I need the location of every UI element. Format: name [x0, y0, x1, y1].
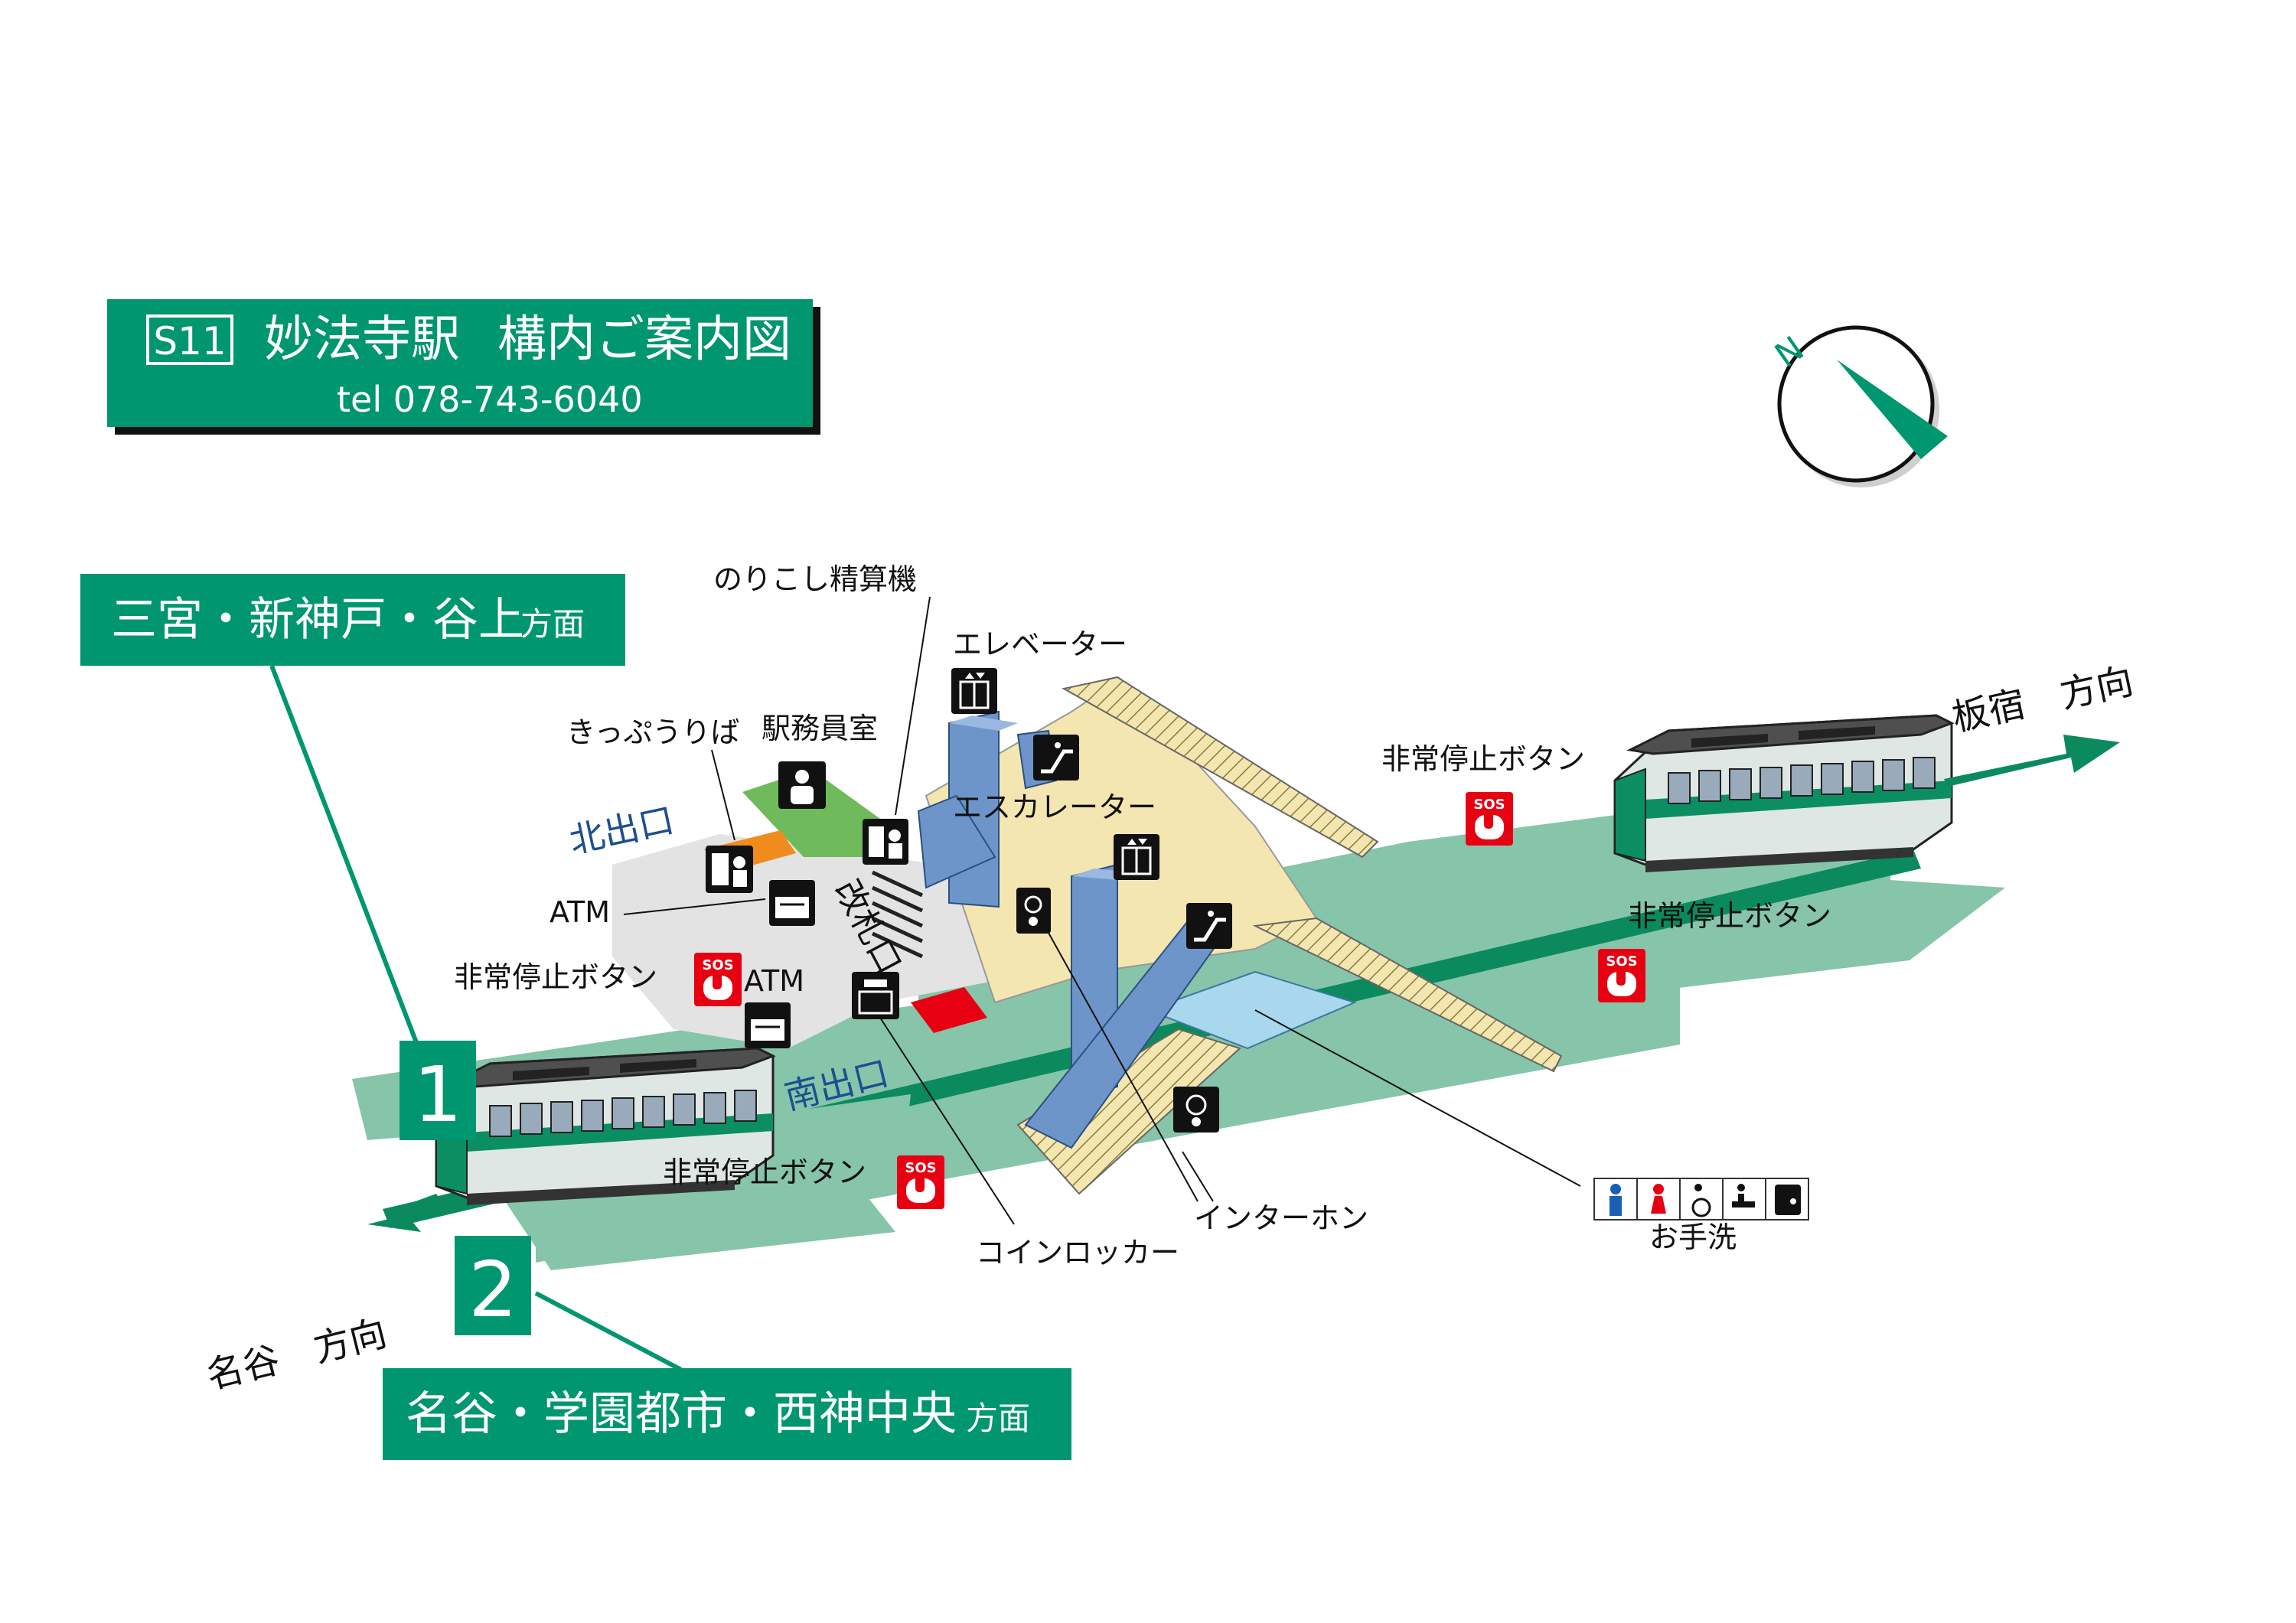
coin-locker-icon — [852, 972, 899, 1019]
platform-1-suffix: 方面 — [520, 605, 585, 643]
station-name: 妙法寺駅 — [264, 311, 460, 368]
office-room — [742, 769, 880, 857]
toilet-leader — [1254, 1009, 1581, 1187]
intercom-label: インターホン — [1194, 1201, 1368, 1235]
arrow-itayado — [1944, 735, 2120, 787]
baby-care-icon — [1732, 1184, 1755, 1207]
toilet-label: お手洗 — [1649, 1221, 1737, 1254]
wheelchair-icon — [1691, 1184, 1711, 1217]
direction-itayado: 板宿 方向 — [1949, 660, 2137, 740]
toilet-icons — [1593, 1178, 1809, 1221]
escalator-icon — [1033, 735, 1079, 781]
elevator-shaft-upper — [917, 710, 1018, 908]
fare-adjustment-label: のりこし精算機 — [713, 562, 917, 596]
platform-2-destinations: 名谷・学園都市・西神中央 — [406, 1387, 957, 1441]
platform-1-banner — [80, 574, 625, 666]
arrow-myodani — [367, 1194, 444, 1232]
compass-needle-icon — [1837, 360, 1948, 459]
platform-1-number-box — [400, 1041, 476, 1140]
office-label: 駅務員室 — [762, 712, 878, 745]
ticket-leader — [711, 749, 735, 841]
sos-button-icon-bottom: SOS — [897, 1155, 944, 1209]
emergency-bottom-label: 非常停止ボタン — [663, 1155, 866, 1189]
ramp-upper — [1062, 676, 1379, 859]
svg-text:SOS: SOS — [905, 1160, 936, 1176]
ostomate-icon — [1775, 1185, 1801, 1215]
station-phone: tel 078-743-6040 — [337, 379, 643, 420]
atm-icon — [768, 878, 817, 927]
station-code-box — [146, 314, 233, 365]
women-icon — [1651, 1184, 1666, 1214]
escalator-label: エスカレーター — [953, 790, 1156, 824]
intercom-leader-b — [1044, 925, 1199, 1202]
map-title: 構内ご案内図 — [497, 311, 791, 368]
emergency-top-label: 非常停止ボタン — [1381, 742, 1585, 776]
atm-icon-center — [743, 1001, 792, 1050]
atm-center-label: ATM — [744, 964, 804, 998]
men-icon — [1609, 1184, 1622, 1216]
svg-text:SOS: SOS — [1606, 953, 1637, 970]
train-upper — [1613, 714, 1953, 874]
sos-button-icon-top: SOS — [1466, 792, 1513, 846]
platform-2-leader — [534, 1291, 683, 1372]
sos-button-icon-left: SOS — [694, 953, 742, 1006]
sos-button-icon-right: SOS — [1598, 949, 1645, 1002]
escalator-icon-lower — [1186, 903, 1232, 949]
elevator-icon-lower — [1114, 834, 1159, 880]
toilet-area — [1146, 970, 1357, 1050]
fare-area — [911, 987, 987, 1033]
atm-left-leader — [623, 898, 766, 915]
emergency-right-label: 非常停止ボタン — [1628, 899, 1831, 933]
ticket-gates — [871, 870, 924, 959]
fare-adjustment-icon — [863, 819, 908, 865]
platform-1-destinations: 三宮・新神戸・谷上 — [111, 593, 524, 647]
platform-2-banner — [383, 1368, 1071, 1460]
direction-myodani: 名谷 方向 — [202, 1312, 390, 1397]
platform-2-suffix: 方面 — [966, 1400, 1030, 1437]
emergency-left-label: 非常停止ボタン — [454, 960, 657, 994]
intercom-leader-a — [1182, 1151, 1214, 1202]
svg-text:SOS: SOS — [702, 957, 733, 973]
platform-2-number-box — [455, 1236, 531, 1335]
platform-1-number: 1 — [413, 1050, 462, 1139]
ticket-machine-icon — [706, 846, 753, 893]
station-staff-icon — [778, 761, 826, 809]
ticket-label: きっぷうりば — [566, 715, 739, 749]
atm-left-label: ATM — [550, 895, 610, 929]
coin-locker-leader — [879, 1017, 1015, 1225]
elevator-label: エレベーター — [953, 627, 1127, 661]
platform-1-leader — [269, 664, 419, 1046]
compass: N — [1768, 325, 1948, 487]
intercom-icon-lower — [1173, 1087, 1219, 1133]
fare-adjustment-leader — [895, 596, 931, 816]
station-code: S11 — [153, 319, 226, 363]
elevator-icon — [951, 668, 997, 714]
ramp-lower — [1252, 917, 1563, 1073]
svg-text:SOS: SOS — [1473, 797, 1505, 813]
coin-locker-label: コインロッカー — [976, 1236, 1179, 1269]
intercom-icon — [1016, 888, 1051, 934]
platform-2-number: 2 — [468, 1245, 517, 1335]
